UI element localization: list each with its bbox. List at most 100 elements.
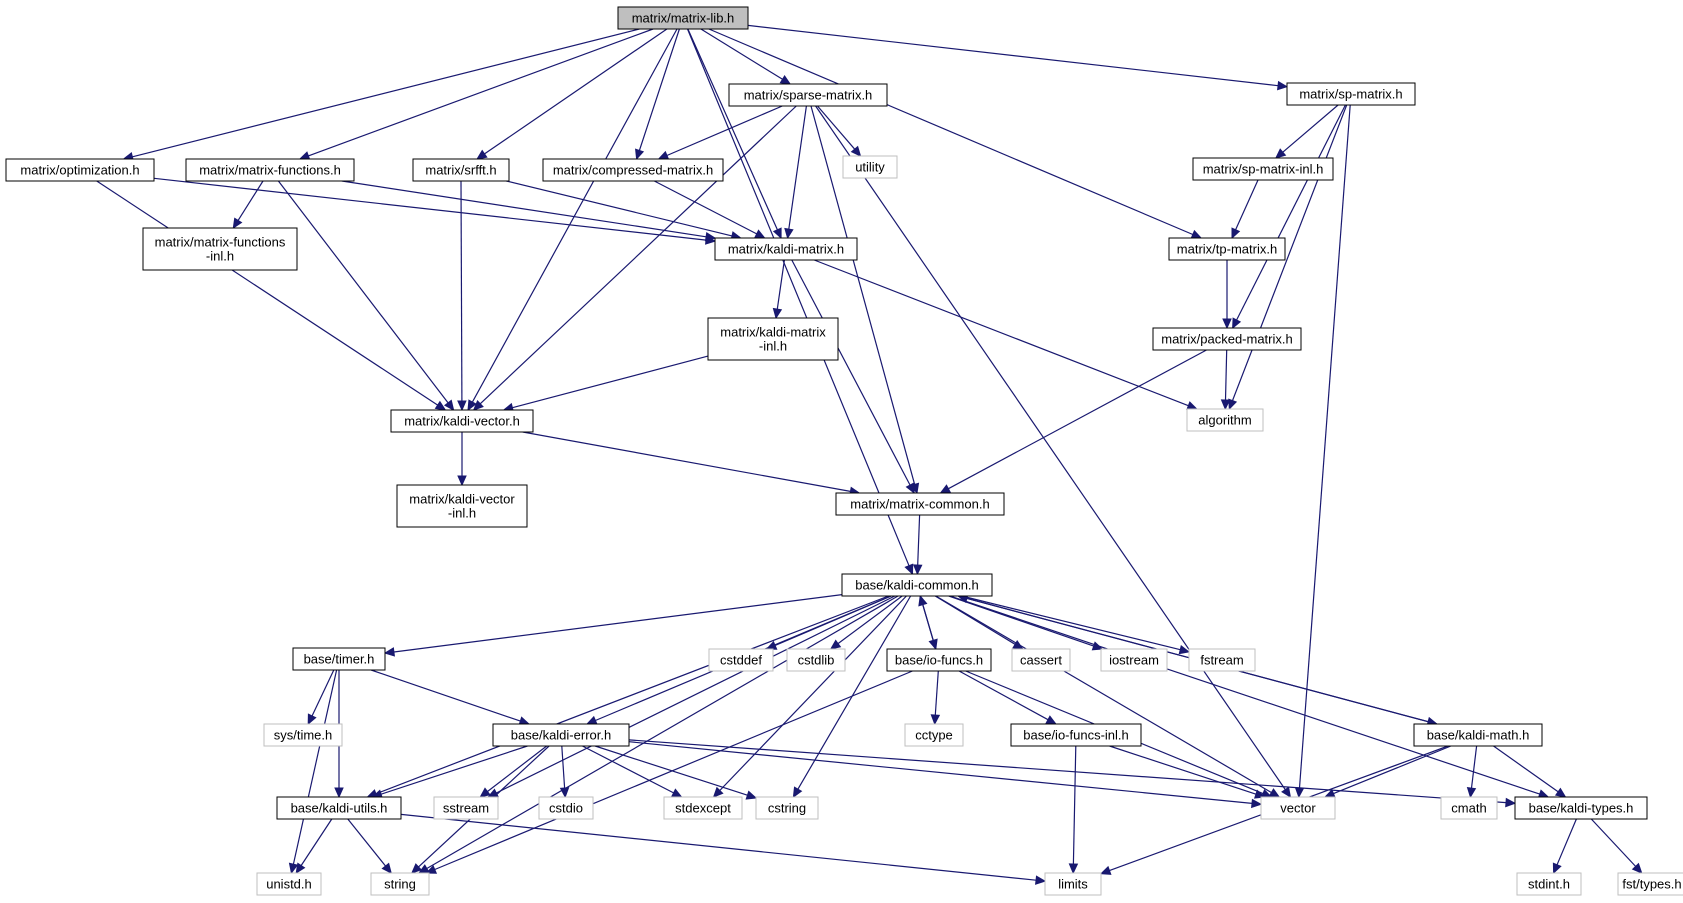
edge-arrowhead xyxy=(434,400,447,411)
edge-kaldi_matrix-to-algorithm xyxy=(813,259,1198,411)
edge-line xyxy=(917,514,921,566)
node-label: matrix/matrix-common.h xyxy=(850,497,989,512)
edge-line xyxy=(237,180,264,221)
node-box xyxy=(1192,157,1334,181)
edge-arrowhead xyxy=(1190,229,1203,239)
node-label: fstream xyxy=(1200,653,1243,668)
node-matrix-lib[interactable]: matrix/matrix-lib.h xyxy=(617,6,749,30)
edge-arrowhead xyxy=(792,786,803,799)
edge-line xyxy=(700,28,783,80)
node-kaldi-matrix-inl[interactable]: matrix/kaldi-matrix-inl.h xyxy=(707,317,839,361)
edge-line xyxy=(479,105,797,405)
node-label: cstdio xyxy=(549,801,583,816)
node-io-funcs[interactable]: base/io-funcs.h xyxy=(886,648,992,672)
edge-line xyxy=(582,745,674,794)
edge-line xyxy=(400,813,1037,881)
node-kaldi-math[interactable]: base/kaldi-math.h xyxy=(1413,723,1543,747)
node-label: base/kaldi-error.h xyxy=(511,728,611,743)
edge-line xyxy=(1236,104,1346,321)
node-matrix-common[interactable]: matrix/matrix-common.h xyxy=(835,492,1005,516)
edge-line xyxy=(810,105,916,485)
node-kaldi-error[interactable]: base/kaldi-error.h xyxy=(492,723,630,747)
node-fst-types: fst/types.h xyxy=(1617,872,1683,896)
node-sp-matrix-inl[interactable]: matrix/sp-matrix-inl.h xyxy=(1192,157,1334,181)
node-tp-matrix[interactable]: matrix/tp-matrix.h xyxy=(1168,237,1286,261)
edge-kaldi_vector-to-matrix_common xyxy=(522,431,861,496)
edge-arrowhead xyxy=(918,594,928,607)
edge-arrowhead xyxy=(1035,875,1047,885)
edge-line xyxy=(1282,104,1339,153)
edge-arrowhead xyxy=(383,647,395,657)
node-cstdlib: cstdlib xyxy=(786,648,846,672)
edge-arrowhead xyxy=(334,787,344,799)
edge-arrowhead xyxy=(1554,787,1567,798)
node-matrix-functions[interactable]: matrix/matrix-functions.h xyxy=(185,158,355,182)
node-io-funcs-inl[interactable]: base/io-funcs-inl.h xyxy=(1010,723,1142,747)
edge-matrix_lib-to-kaldi_matrix xyxy=(687,28,782,240)
edge-arrowhead xyxy=(1552,862,1562,875)
node-label: matrix/sp-matrix-inl.h xyxy=(1203,162,1324,177)
node-timer[interactable]: base/timer.h xyxy=(292,647,386,671)
edge-arrowhead xyxy=(295,862,306,875)
node-label: cstdlib xyxy=(798,653,835,668)
node-packed-matrix[interactable]: matrix/packed-matrix.h xyxy=(1152,327,1302,351)
edge-kaldi_error-to-kaldi_types xyxy=(628,739,1517,808)
node-kaldi-vector[interactable]: matrix/kaldi-vector.h xyxy=(390,409,534,433)
edge-line xyxy=(1072,745,1077,865)
node-box xyxy=(542,158,724,182)
edge-kaldi_math-to-vector xyxy=(1323,745,1452,798)
node-box xyxy=(755,796,819,820)
node-kaldi-types[interactable]: base/kaldi-types.h xyxy=(1514,796,1648,820)
node-kaldi-common[interactable]: base/kaldi-common.h xyxy=(841,573,993,597)
edge-compressed_matrix-to-kaldi_matrix xyxy=(654,180,766,239)
node-box xyxy=(835,492,1005,516)
edge-kaldi_error-to-cstring xyxy=(594,745,758,800)
node-label: matrix/matrix-functions.h xyxy=(199,163,341,178)
node-cstddef: cstddef xyxy=(708,648,774,672)
edge-timer-to-kaldi_error xyxy=(370,669,531,726)
edge-line xyxy=(788,105,807,230)
node-matrix-functions-inl[interactable]: matrix/matrix-functions-inl.h xyxy=(142,227,298,271)
node-sp-matrix[interactable]: matrix/sp-matrix.h xyxy=(1286,82,1416,106)
node-optimization[interactable]: matrix/optimization.h xyxy=(5,158,155,182)
edge-arrowhead xyxy=(1186,401,1198,411)
node-kaldi-matrix[interactable]: matrix/kaldi-matrix.h xyxy=(714,237,858,261)
edge-line xyxy=(817,105,856,150)
edge-line xyxy=(153,177,707,241)
edge-kaldi_utils-to-unistd xyxy=(295,818,333,875)
edge-matrix_functions-to-kaldi_matrix xyxy=(341,180,717,242)
edge-line xyxy=(948,349,1207,490)
edge-line xyxy=(747,24,1279,87)
node-srfft[interactable]: matrix/srfft.h xyxy=(412,158,510,182)
edge-kaldi_error-to-cstdio xyxy=(559,745,570,799)
edge-line xyxy=(687,28,778,231)
node-box xyxy=(707,317,839,361)
edge-sp_matrix-to-algorithm xyxy=(1228,104,1348,411)
edge-matrix_lib-to-matrix_functions xyxy=(298,28,654,161)
edge-arrowhead xyxy=(712,786,724,798)
edge-kaldi_common-to-stdexcept xyxy=(712,595,907,798)
edge-kaldi_common-to-cstdlib xyxy=(829,595,903,650)
node-box xyxy=(412,158,510,182)
edge-line xyxy=(934,670,939,716)
node-kaldi-utils[interactable]: base/kaldi-utils.h xyxy=(276,796,402,820)
node-compressed-matrix[interactable]: matrix/compressed-matrix.h xyxy=(542,158,724,182)
edge-arrowhead xyxy=(476,149,488,160)
node-fstream: fstream xyxy=(1188,648,1256,672)
node-box xyxy=(433,796,499,820)
edge-line xyxy=(686,28,910,566)
node-label: sys/time.h xyxy=(274,728,333,743)
edge-arrowhead xyxy=(381,862,392,874)
node-label: matrix/matrix-lib.h xyxy=(632,11,735,26)
edge-line xyxy=(308,28,654,157)
edge-arrowhead xyxy=(912,564,923,576)
edge-io_funcs-to-io_funcs_inl xyxy=(958,670,1057,725)
node-sstream: sstream xyxy=(433,796,499,820)
node-box xyxy=(663,796,743,820)
node-box xyxy=(1260,796,1336,820)
node-vector: vector xyxy=(1260,796,1336,820)
node-kaldi-vector-inl[interactable]: matrix/kaldi-vector-inl.h xyxy=(396,484,528,528)
edge-matrix_lib-to-optimization xyxy=(122,28,640,162)
edge-line xyxy=(666,105,783,157)
node-sparse-matrix[interactable]: matrix/sparse-matrix.h xyxy=(728,83,888,107)
